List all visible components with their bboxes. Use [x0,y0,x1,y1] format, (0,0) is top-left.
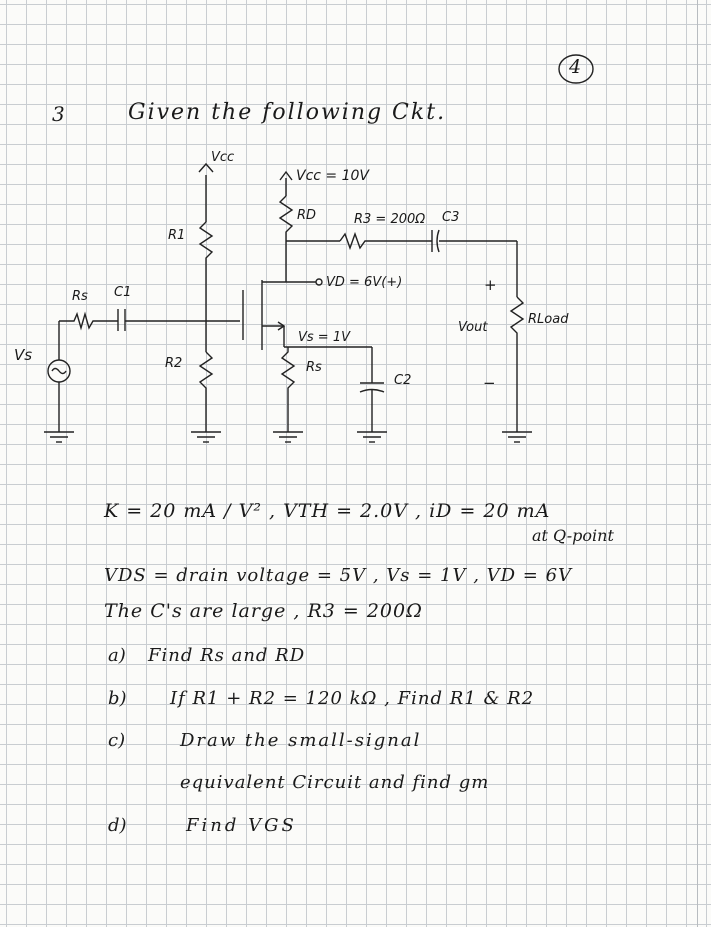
problem-intro: Given the following Ckt. [128,100,447,125]
rs-source-label: Rs [72,289,88,304]
given-line-2: VDS = drain voltage = 5V , Vs = 1V , VD … [104,565,573,586]
question-c-text: Draw the small-signal [180,730,422,751]
question-b-label: b) [108,688,127,709]
given-line-3: The C's are large , R3 = 200Ω [104,600,423,622]
question-d-text: Find VGS [186,815,297,836]
vout-minus: − [483,374,496,392]
vcc-left-label: Vcc [211,150,235,165]
r2-resistor-icon [198,351,214,432]
drain-node-dot [315,278,323,286]
rd-label: RD [297,208,317,223]
coupling-cap-c3-plate2 [436,229,440,253]
question-a-text: Find Rs and RD [148,645,306,666]
bypass-cap-c2-plate2 [359,388,385,393]
page-number-circle [558,54,594,84]
problem-number: 3 [52,102,65,126]
page-margin-line [697,0,698,927]
rd-resistor-icon [278,195,294,282]
vout-plus: + [484,276,497,294]
question-a-label: a) [108,645,126,666]
question-d-label: d) [108,815,127,836]
source-resistor-icon [59,311,118,331]
page-number: 4 [569,56,582,78]
vd-label: VD = 6V(+) [326,275,403,290]
c2-label: C2 [394,373,412,388]
vcc-value-label: Vcc = 10V [296,168,369,184]
vs-source-label: Vs [14,346,33,364]
question-c-text-continued: equivalent Circuit and find gm [180,772,490,793]
rload-label: RLoad [528,312,569,327]
given-line-1b: at Q-point [532,526,614,545]
rs-label: Rs [306,360,322,375]
r3-label: R3 = 200Ω [354,212,426,227]
r2-label: R2 [165,356,183,371]
circuit-schematic [44,162,532,443]
question-c-label: c) [108,730,126,751]
rs-resistor-icon [280,347,296,432]
vout-label: Vout [458,320,488,335]
vs-node-label: Vs = 1V [298,330,350,345]
rload-resistor-icon [509,296,525,432]
question-b-text: If R1 + R2 = 120 kΩ , Find R1 & R2 [170,688,535,709]
r3-resistor-icon [339,231,432,251]
c1-label: C1 [114,285,132,300]
r1-label: R1 [168,228,186,243]
r1-resistor-icon [198,221,214,352]
c3-label: C3 [442,210,460,225]
given-line-1: K = 20 mA / V² , VTH = 2.0V , iD = 20 mA [104,500,551,522]
